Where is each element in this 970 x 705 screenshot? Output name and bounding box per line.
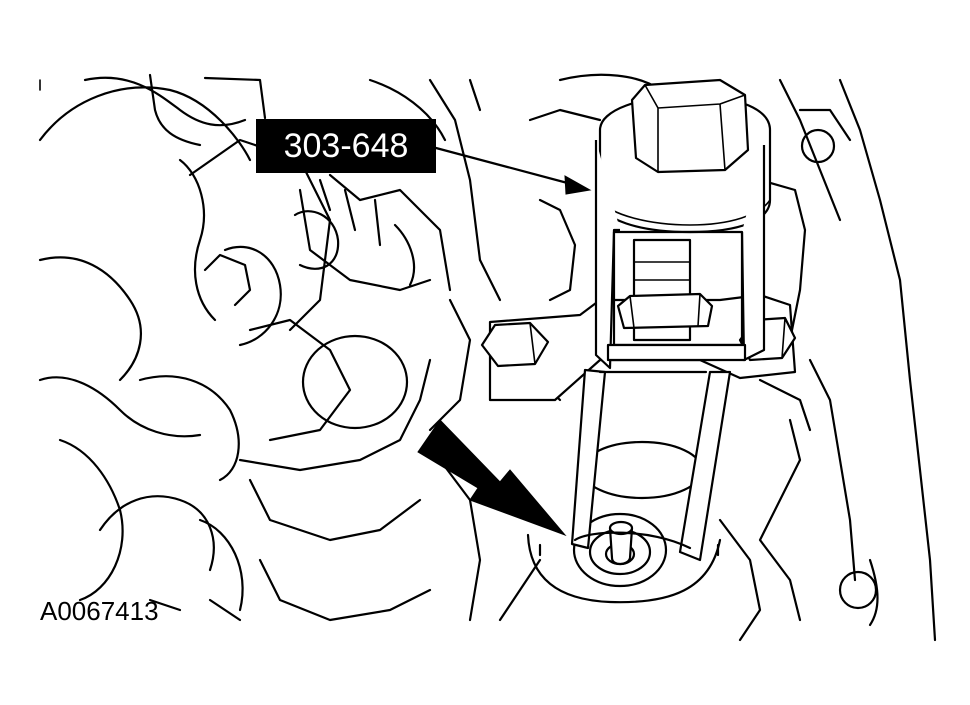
tool-number-text: 303-648 xyxy=(283,126,409,165)
figure-id-label: A0067413 xyxy=(40,596,159,626)
callout-leader xyxy=(434,146,592,195)
cylinder-head-casting xyxy=(38,73,542,622)
right-casting xyxy=(503,73,937,642)
spring-compressor-tool xyxy=(570,78,772,562)
tool-callout-label: 303-648 xyxy=(256,119,436,173)
valve-pocket xyxy=(526,440,722,604)
indicator-arrow xyxy=(417,419,567,537)
